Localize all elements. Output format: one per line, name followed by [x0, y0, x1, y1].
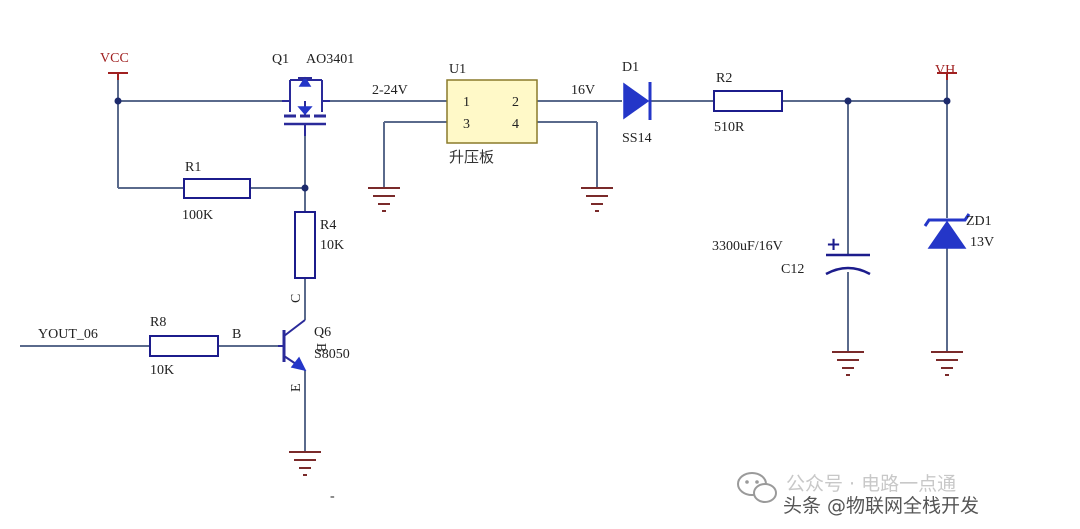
u1-pin4-label: 4	[512, 117, 519, 132]
q6-ref: Q6	[314, 325, 331, 340]
u1-pin2-label: 2	[512, 95, 519, 110]
zd1-ref: ZD1	[966, 214, 992, 229]
zd1-value: 13V	[970, 235, 994, 250]
q6-base-pin-label: B	[313, 343, 328, 352]
c12-polarity-plus: +	[826, 234, 841, 255]
ground-symbol-u1-pin4	[581, 187, 613, 212]
q6-npn-transistor: C B E B Q6 S8050	[232, 294, 350, 392]
d1-ref: D1	[622, 60, 639, 75]
r4-ref: R4	[320, 218, 336, 233]
q6-emitter-label: E	[289, 383, 304, 392]
q1-part: AO3401	[306, 52, 354, 67]
watermark-line1: 公众号 · 电路一点通	[786, 473, 956, 495]
zd1-zener-diode: ZD1 13V	[923, 213, 994, 250]
r4-resistor: R4 10K	[294, 211, 344, 279]
u1-ref: U1	[449, 62, 466, 77]
d1-diode: D1 SS14	[622, 60, 652, 146]
r2-value: 510R	[714, 120, 745, 135]
r2-ref: R2	[716, 71, 732, 86]
watermark-line2: 头条 @物联网全栈开发	[783, 495, 979, 517]
u1-pin3-label: 3	[463, 117, 470, 132]
q1-ref: Q1	[272, 52, 289, 67]
yout-06-net-label: YOUT_06	[38, 327, 98, 342]
wechat-icon	[737, 472, 777, 503]
vcc-label: VCC	[100, 51, 129, 66]
c12-ref: C12	[781, 262, 804, 277]
vcc-power-symbol: VCC	[100, 51, 129, 80]
u1-boost-module: U1 1 2 3 4 升压板	[446, 62, 538, 166]
c12-capacitor: + 3300uF/16V C12	[712, 234, 871, 277]
r1-resistor: R1 100K	[182, 160, 251, 223]
vh-power-symbol: VH	[935, 63, 957, 80]
ground-symbol-q6	[289, 451, 321, 476]
junctions	[114, 97, 951, 192]
q6-collector-label: C	[289, 294, 304, 303]
wires	[20, 73, 948, 452]
boost-input-net-label: 2-24V	[372, 83, 408, 98]
q6-part: S8050	[314, 347, 350, 362]
ground-symbol-u1-pin3	[368, 187, 400, 212]
d1-part: SS14	[622, 131, 652, 146]
r8-resistor: R8 10K	[149, 315, 219, 378]
ground-symbol-zd1	[931, 351, 963, 376]
r8-value: 10K	[150, 363, 174, 378]
q6-base-label: B	[232, 327, 241, 342]
u1-name: 升压板	[449, 148, 494, 166]
r1-ref: R1	[185, 160, 201, 175]
watermark: 公众号 · 电路一点通 头条 @物联网全栈开发	[737, 472, 979, 517]
ground-symbol-c12	[832, 351, 864, 376]
q1-mosfet: Q1 AO3401	[272, 52, 354, 136]
stray-dash-mark: -	[330, 489, 335, 504]
r2-resistor: R2 510R	[713, 71, 783, 135]
r4-value: 10K	[320, 238, 344, 253]
c12-value: 3300uF/16V	[712, 239, 783, 254]
vh-label: VH	[935, 63, 955, 78]
u1-pin1-label: 1	[463, 95, 470, 110]
r8-ref: R8	[150, 315, 166, 330]
r1-value: 100K	[182, 208, 213, 223]
boost-output-net-label: 16V	[571, 83, 595, 98]
